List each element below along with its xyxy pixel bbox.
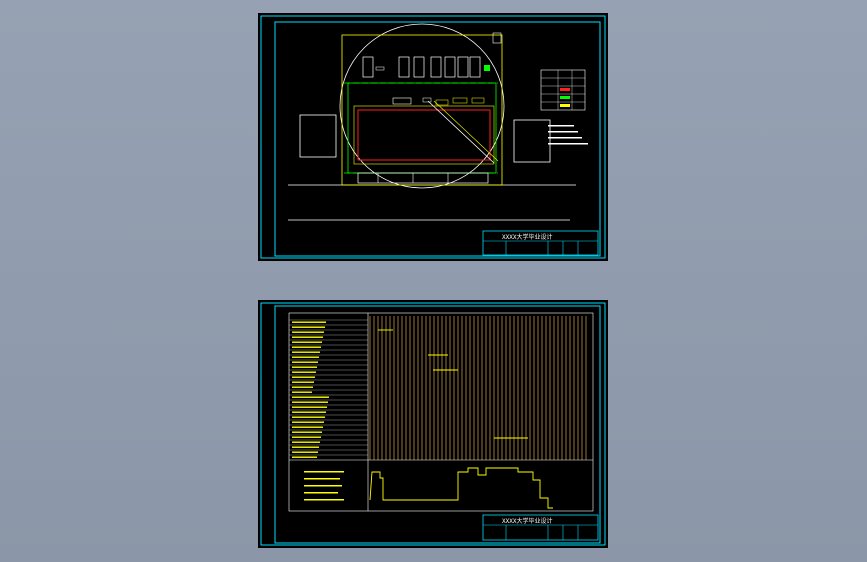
task-label-stub — [292, 386, 313, 388]
site-layout-drawing: XXXX大学毕业设计 — [260, 15, 606, 259]
task-label-stub — [292, 436, 321, 438]
inner-frame — [274, 21, 601, 257]
notes-block — [304, 471, 344, 501]
gantt-bars — [378, 329, 528, 439]
notes-block — [548, 125, 588, 145]
drawing-sheet-bottom: XXXX大学毕业设计 — [258, 300, 608, 548]
drawing-sheet-top: XXXX大学毕业设计 — [258, 13, 608, 261]
task-label-stub — [292, 431, 322, 433]
task-label-stub — [292, 361, 318, 363]
magnifier-circle-icon — [339, 23, 505, 189]
task-label-stub — [292, 336, 323, 338]
task-label-stub — [292, 396, 329, 398]
temp-facilities — [357, 32, 502, 184]
task-label-stub — [292, 346, 321, 348]
task-label-stub — [292, 451, 318, 453]
task-label-stub — [292, 441, 320, 443]
crane-reach-line — [427, 100, 495, 164]
task-label-stub — [292, 351, 320, 353]
site-boundary — [341, 34, 503, 186]
title-block: XXXX大学毕业设计 — [482, 514, 599, 541]
resource-curve — [369, 467, 553, 509]
schedule-table: XXXX大学毕业设计 — [260, 302, 606, 546]
inner-frame — [274, 305, 601, 544]
task-label-stub — [292, 341, 322, 343]
task-label-stub — [292, 371, 316, 373]
task-label-stub — [292, 456, 317, 458]
task-label-stub — [292, 411, 326, 413]
title-block-text: XXXX大学毕业设计 — [502, 233, 552, 241]
building-footprint — [357, 109, 491, 161]
building-right — [513, 119, 551, 163]
task-label-stub — [292, 326, 325, 328]
schedule-table-outline — [288, 312, 594, 512]
task-label-stub — [292, 421, 324, 423]
legend-table — [540, 69, 586, 111]
progress-gantt-chart — [369, 316, 587, 460]
task-label-stub — [292, 401, 328, 403]
crane-reach-line-2 — [433, 100, 499, 162]
scaffold-outline — [353, 105, 495, 165]
task-label-stub — [292, 446, 319, 448]
outer-frame — [260, 15, 606, 259]
task-label-stub — [292, 321, 326, 323]
task-label-stub — [292, 376, 315, 378]
task-label-stub — [292, 426, 323, 428]
outer-frame — [260, 302, 606, 546]
task-label-stub — [292, 381, 314, 383]
task-label-stub — [292, 406, 327, 408]
task-label-stub — [292, 331, 324, 333]
title-block-text: XXXX大学毕业设计 — [502, 517, 552, 525]
task-label-stub — [292, 391, 312, 393]
task-rows — [289, 319, 368, 458]
task-label-stub — [292, 366, 317, 368]
task-label-stub — [292, 356, 319, 358]
title-block: XXXX大学毕业设计 — [482, 230, 599, 256]
building-left — [299, 114, 337, 158]
task-label-stub — [292, 416, 325, 418]
